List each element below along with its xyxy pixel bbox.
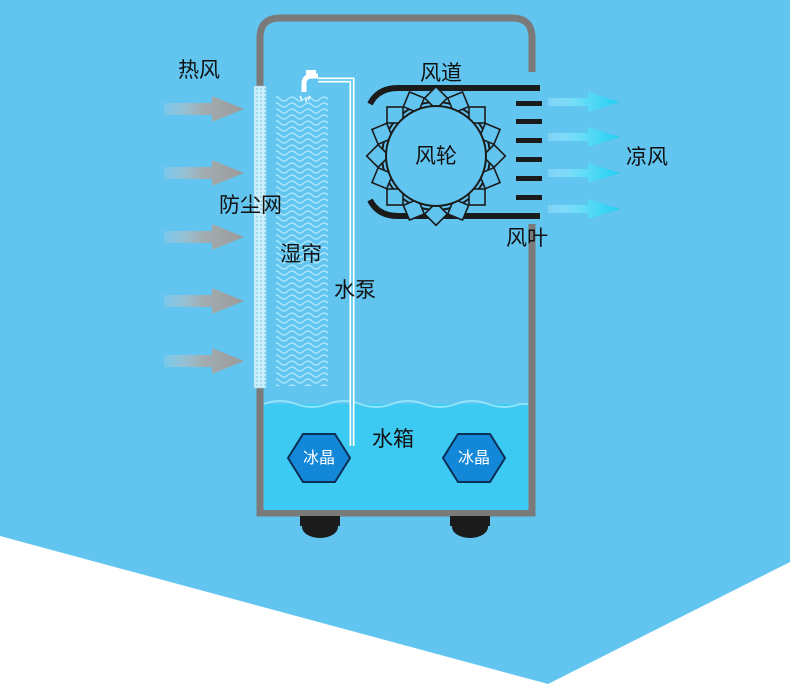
right-wheel bbox=[452, 516, 488, 538]
label-cool-air: 凉风 bbox=[626, 145, 668, 169]
fan-blade bbox=[516, 101, 542, 106]
fan-wheel-hub bbox=[385, 105, 487, 207]
fan-wheel-tooth bbox=[446, 90, 470, 114]
cool-air-arrow bbox=[548, 163, 620, 183]
label-wet-curtain: 湿帘 bbox=[280, 242, 322, 266]
label-air-duct: 风道 bbox=[420, 61, 462, 85]
hot-air-arrow bbox=[164, 160, 244, 186]
label-ice-crystal-right: 冰晶 bbox=[458, 448, 491, 467]
hot-air-arrow bbox=[164, 224, 244, 250]
label-fan-blade: 风叶 bbox=[506, 226, 548, 250]
water-pump-pipe-inner bbox=[318, 79, 353, 446]
dust-screen bbox=[253, 85, 267, 389]
fan-blade bbox=[516, 157, 542, 162]
fan-wheel-tooth bbox=[481, 143, 507, 169]
fan-wheel-tooth bbox=[478, 166, 502, 190]
air-duct-top bbox=[367, 85, 540, 106]
air-duct-bottom bbox=[367, 198, 540, 219]
fan-wheel-tooth bbox=[423, 85, 449, 111]
fan-blade bbox=[516, 138, 542, 143]
fan-wheel-tooth bbox=[386, 188, 404, 206]
fan-wheel-tooth bbox=[370, 122, 394, 146]
fan-blade bbox=[516, 119, 542, 124]
fan-wheel-tooth bbox=[386, 106, 404, 124]
fan-wheel-tooth bbox=[402, 90, 426, 114]
label-dust-screen: 防尘网 bbox=[219, 193, 282, 217]
cool-air-arrow bbox=[548, 199, 620, 219]
ice-crystal-badge-left bbox=[286, 433, 352, 483]
fan-wheel-tooth bbox=[446, 198, 470, 222]
hot-air-arrow bbox=[164, 288, 244, 314]
fan-blade bbox=[516, 195, 542, 200]
hot-air-arrows bbox=[164, 96, 244, 374]
water-drops bbox=[299, 95, 311, 102]
hot-air-arrow bbox=[164, 96, 244, 122]
label-water-pump: 水泵 bbox=[334, 278, 376, 302]
wet-curtain bbox=[276, 96, 328, 386]
cool-air-arrow bbox=[548, 92, 620, 112]
faucet-handle bbox=[306, 70, 316, 75]
fan-blade bbox=[516, 176, 542, 181]
fan-wheel-tooth bbox=[468, 106, 486, 124]
label-hot-air: 热风 bbox=[178, 58, 220, 82]
left-wheel bbox=[302, 516, 338, 538]
fan-wheel-tooth bbox=[402, 198, 426, 222]
fan-wheel-tooth bbox=[468, 188, 486, 206]
faucet bbox=[301, 73, 318, 92]
cool-air-arrows bbox=[548, 92, 620, 219]
cooler-body-frame bbox=[256, 14, 536, 72]
water-surface-wave bbox=[263, 400, 528, 408]
fan-blades bbox=[516, 101, 542, 200]
label-fan-wheel: 风轮 bbox=[415, 144, 457, 168]
ice-crystal-badge-right bbox=[441, 433, 507, 483]
fan-wheel-tooth bbox=[370, 166, 394, 190]
hot-air-arrow bbox=[164, 348, 244, 374]
label-water-tank: 水箱 bbox=[372, 427, 414, 451]
fan-wheel-tooth bbox=[478, 122, 502, 146]
label-ice-crystal-left: 冰晶 bbox=[303, 448, 336, 467]
fan-wheel-tooth bbox=[423, 201, 449, 227]
fan-wheel-tooth bbox=[365, 143, 391, 169]
cool-air-arrow bbox=[548, 127, 620, 147]
